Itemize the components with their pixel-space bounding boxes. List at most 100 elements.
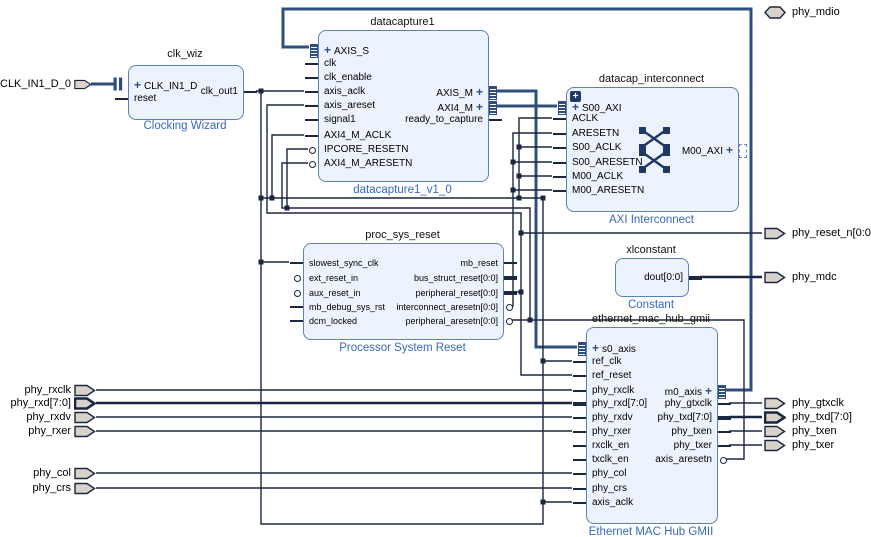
pin-phy-rxdv[interactable]: phy_rxdv [573,411,633,425]
wire-m0-axis-to-axis-s[interactable] [281,7,753,392]
pin-phy-crs[interactable]: phy_crs [572,482,627,496]
pin-label: AXIS_S [334,46,370,57]
pin-ext-reset-in[interactable]: ext_reset_in [293,271,359,285]
external-port-phy-txer[interactable]: phy_txer [764,438,834,452]
pin-axis-aclk[interactable]: axis_aclk [572,496,633,510]
pin-phy-gtxclk[interactable]: phy_gtxclk [664,397,732,411]
pin-bus-struct-reset[interactable]: bus_struct_reset[0:0] [413,271,518,285]
external-port-phy-reset-n[interactable]: phy_reset_n[0:0] [764,226,871,240]
wire-junctions [258,88,546,505]
block-type-label: Clocking Wizard [143,120,227,132]
wire-clk-aclk[interactable] [518,117,552,198]
pin-axis-aclk[interactable]: axis_aclk [304,85,365,99]
external-port-clk-in1-d-0[interactable]: CLK_IN1_D_0 [0,77,92,91]
pin-aclk[interactable]: ACLK [552,112,598,126]
external-port-phy-txen[interactable]: phy_txen [764,424,837,438]
pin-axi4-m-aclk[interactable]: AXI4_M_ACLK [304,129,391,143]
block-body-datacap-interconnect[interactable]: S00_AXI ACLK ARESETN S00_ACLK S00_ARESET… [552,87,748,212]
pin-txclk-en[interactable]: txclk_en [573,453,629,467]
external-port-phy-mdc[interactable]: phy_mdc [764,270,837,284]
pin-peripheral-aresetn[interactable]: peripheral_aresetn[0:0] [405,314,513,328]
pin-phy-col[interactable]: phy_col [572,467,626,481]
pin-interconnect-aresetn[interactable]: interconnect_aresetn[0:0] [396,300,513,314]
external-port-phy-mdio[interactable]: phy_mdio [764,5,840,19]
pin-clk[interactable]: clk [304,57,336,71]
pin-axi4-m-aresetn[interactable]: AXI4_M_ARESETN [308,157,413,171]
pin-signal1[interactable]: signal1 [305,113,356,127]
interface-plus-icon [324,46,331,57]
block-body-clk-wiz[interactable]: CLK_IN1_D reset clk_out1 [114,65,258,120]
pin-m00-aclk[interactable]: M00_ACLK [552,170,623,184]
expand-icon[interactable] [570,91,581,102]
pin-s00-aclk[interactable]: S00_ACLK [552,141,621,155]
pin-axis-areset[interactable]: axis_areset [304,99,375,113]
pin-axi4-m[interactable]: AXI4_M [437,100,497,115]
pin-phy-txd[interactable]: phy_txd[7:0] [658,411,732,425]
pin-phy-rxclk[interactable]: phy_rxclk [572,384,634,398]
interface-plus-icon [476,88,483,99]
external-port-phy-rxclk[interactable]: phy_rxclk [0,383,96,397]
pin-aux-reset-in[interactable]: aux_reset_in [294,286,361,300]
external-port-phy-rxdv[interactable]: phy_rxdv [0,410,96,424]
pin-clk-in1-d[interactable]: CLK_IN1_D [134,78,197,92]
pin-s0-axis[interactable]: s0_axis [578,341,636,356]
external-port-phy-crs[interactable]: phy_crs [0,481,96,495]
block-body-xlconstant[interactable]: dout[0:0] [615,258,702,297]
pin-ref-clk[interactable]: ref_clk [572,355,621,369]
pin-label: aux_reset_in [309,288,361,298]
wire-aresetn-axi4-m[interactable] [281,162,531,320]
pin-peripheral-reset[interactable]: peripheral_reset[0:0] [415,286,517,300]
external-port-phy-rxer[interactable]: phy_rxer [0,424,96,438]
pin-s00-aresetn[interactable]: S00_ARESETN [553,156,643,170]
pin-label: phy_gtxclk [664,398,712,409]
pin-label: m0_axis [664,387,702,398]
pin-label: bus_struct_reset[0:0] [413,273,498,283]
pin-s00-axi[interactable]: S00_AXI [558,100,622,115]
interface-plus-icon [572,103,579,114]
pin-label: s0_axis [602,344,636,355]
wire-periph-reset-net[interactable] [266,104,572,376]
block-body-datacapture1[interactable]: AXIS_S clk clk_enable axis_aclk axis_are… [304,30,502,182]
pin-label: clk_enable [324,72,372,83]
external-port-phy-txd[interactable]: phy_txd[7:0] [764,410,852,424]
pin-phy-rxd[interactable]: phy_rxd[7:0] [572,397,647,411]
pin-mb-debug-sys-rst[interactable]: mb_debug_sys_rst [289,300,385,314]
pin-ipcore-resetn[interactable]: IPCORE_RESETN [308,143,408,157]
external-port-phy-col[interactable]: phy_col [0,466,96,480]
pin-ref-reset[interactable]: ref_reset [572,369,631,383]
external-port-phy-rxd[interactable]: phy_rxd[7:0] [0,396,96,410]
pin-phy-txer[interactable]: phy_txer [674,439,732,453]
pin-clk-out1[interactable]: clk_out1 [201,85,258,99]
pin-label: ext_reset_in [309,273,359,283]
block-type-label: AXI Interconnect [608,214,695,226]
pin-phy-txen[interactable]: phy_txen [671,425,731,439]
wire-clk-axi4-m-aclk[interactable] [271,134,304,198]
pin-phy-rxer[interactable]: phy_rxer [573,425,631,439]
external-port-phy-gtxclk[interactable]: phy_gtxclk [764,396,844,410]
pin-label: AXI4_M_ARESETN [324,158,413,169]
pin-axis-aresetn[interactable]: axis_aresetn [655,453,727,467]
pin-clk-enable[interactable]: clk_enable [305,71,372,85]
pin-reset[interactable]: reset [114,92,156,106]
output-port-icon [764,439,786,451]
pin-aresetn[interactable]: ARESETN [552,127,619,141]
pin-axis-s[interactable]: AXIS_S [309,43,370,58]
pin-axis-m[interactable]: AXIS_M [436,85,497,100]
pin-m00-aresetn[interactable]: M00_ARESETN [552,184,644,198]
pin-mb-reset[interactable]: mb_reset [460,256,517,270]
block-body-ethernet-mac-hub-gmii[interactable]: s0_axis ref_clk ref_reset phy_rxclk phy_… [572,327,732,524]
block-body-proc-sys-reset[interactable]: slowest_sync_clk ext_reset_in aux_reset_… [289,243,518,340]
pin-label: S00_ARESETN [572,157,643,168]
wire-axis-m-to-s0-axis[interactable] [494,89,577,349]
pin-m00-axi[interactable]: M00_AXI [682,143,748,158]
pin-label: txclk_en [592,454,629,465]
pin-slowest-sync-clk[interactable]: slowest_sync_clk [290,256,379,270]
pin-dout[interactable]: dout[0:0] [644,271,702,285]
wire-periph-aresetn-net[interactable] [510,319,745,460]
pin-rxclk-en[interactable]: rxclk_en [572,439,629,453]
pin-dcm-locked[interactable]: dcm_locked [289,314,357,328]
pin-ready-to-capture[interactable]: ready_to_capture [405,113,502,127]
wire-aresetn-ipcore[interactable] [286,148,308,208]
pin-m0-axis[interactable]: m0_axis [664,384,727,399]
